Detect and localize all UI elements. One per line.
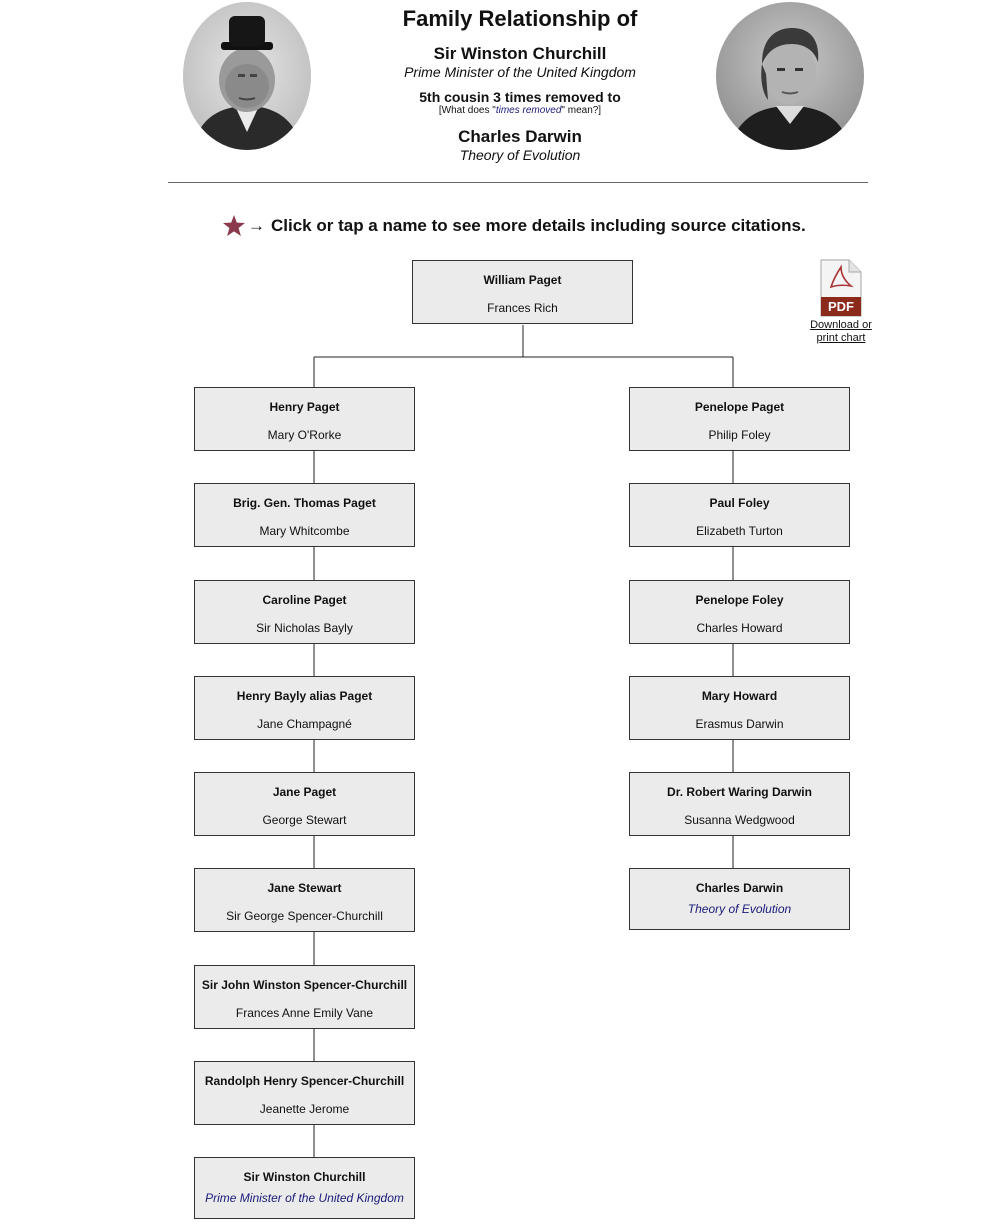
relationship-text: 5th cousin 3 times removed to	[419, 89, 621, 105]
pdf-label-line1: Download or	[810, 319, 872, 331]
left-person-6[interactable]: Sir John Winston Spencer-Churchill	[201, 978, 408, 992]
tree-node-left-6[interactable]: Sir John Winston Spencer-Churchill Franc…	[194, 965, 415, 1029]
right-person-2[interactable]: Penelope Foley	[695, 593, 784, 607]
times-removed-note: [What does "times removed" mean?]	[320, 105, 720, 116]
tree-node-left-2[interactable]: Caroline Paget Sir Nicholas Bayly	[194, 580, 415, 644]
left-person-8[interactable]: Sir Winston Churchill	[243, 1170, 366, 1184]
pdf-label-line2: print chart	[816, 332, 866, 344]
left-person-3[interactable]: Henry Bayly alias Paget	[236, 689, 373, 703]
tree-node-right-4[interactable]: Dr. Robert Waring Darwin Susanna Wedgwoo…	[629, 772, 850, 836]
tree-node-right-2[interactable]: Penelope Foley Charles Howard	[629, 580, 850, 644]
note-prefix: [What does "	[438, 105, 496, 116]
root-person[interactable]: William Paget	[483, 273, 562, 287]
pdf-badge-text: PDF	[828, 299, 854, 314]
tree-node-root[interactable]: William Paget Frances Rich	[412, 260, 633, 324]
right-person-0[interactable]: Penelope Paget	[694, 400, 785, 414]
pdf-icon: PDF	[820, 259, 862, 317]
left-subtitle-8: Prime Minister of the United Kingdom	[205, 1191, 404, 1205]
download-pdf-button[interactable]: PDF Download or print chart	[806, 259, 876, 345]
left-spouse-3[interactable]: Jane Champagné	[257, 717, 352, 731]
left-person-1[interactable]: Brig. Gen. Thomas Paget	[233, 496, 376, 510]
tree-node-left-5[interactable]: Jane Stewart Sir George Spencer-Churchil…	[194, 868, 415, 932]
left-spouse-5[interactable]: Sir George Spencer-Churchill	[226, 909, 383, 923]
right-spouse-0[interactable]: Philip Foley	[708, 428, 771, 442]
tree-node-left-3[interactable]: Henry Bayly alias Paget Jane Champagné	[194, 676, 415, 740]
note-suffix: " mean?]	[561, 105, 602, 116]
star-icon	[223, 215, 245, 236]
tree-node-left-7[interactable]: Randolph Henry Spencer-Churchill Jeanett…	[194, 1061, 415, 1125]
tree-node-right-5[interactable]: Charles Darwin Theory of Evolution	[629, 868, 850, 930]
left-spouse-4[interactable]: George Stewart	[262, 813, 347, 827]
darwin-portrait	[716, 2, 864, 150]
left-person-5[interactable]: Jane Stewart	[267, 881, 342, 895]
tree-node-right-1[interactable]: Paul Foley Elizabeth Turton	[629, 483, 850, 547]
page-title: Family Relationship of	[402, 6, 638, 31]
person1-name[interactable]: Sir Winston Churchill	[433, 44, 607, 63]
right-subtitle-5: Theory of Evolution	[687, 902, 792, 916]
left-spouse-6[interactable]: Frances Anne Emily Vane	[235, 1006, 374, 1020]
left-person-7[interactable]: Randolph Henry Spencer-Churchill	[204, 1074, 405, 1088]
tree-node-left-0[interactable]: Henry Paget Mary O'Rorke	[194, 387, 415, 451]
click-hint: → Click or tap a name to see more detail…	[222, 214, 806, 238]
hint-text: Click or tap a name to see more details …	[271, 216, 806, 235]
churchill-portrait	[183, 2, 311, 150]
tree-node-right-3[interactable]: Mary Howard Erasmus Darwin	[629, 676, 850, 740]
left-person-0[interactable]: Henry Paget	[269, 400, 340, 414]
right-person-3[interactable]: Mary Howard	[701, 689, 778, 703]
tree-node-right-0[interactable]: Penelope Paget Philip Foley	[629, 387, 850, 451]
root-spouse[interactable]: Frances Rich	[487, 301, 558, 315]
pdf-download-label[interactable]: Download or print chart	[806, 319, 876, 345]
header-divider	[168, 182, 868, 183]
left-spouse-1[interactable]: Mary Whitcombe	[259, 524, 350, 538]
tree-node-left-8[interactable]: Sir Winston Churchill Prime Minister of …	[194, 1157, 415, 1219]
person2-title: Theory of Evolution	[459, 147, 581, 163]
left-spouse-2[interactable]: Sir Nicholas Bayly	[256, 621, 353, 635]
right-spouse-2[interactable]: Charles Howard	[696, 621, 783, 635]
tree-node-left-4[interactable]: Jane Paget George Stewart	[194, 772, 415, 836]
right-person-1[interactable]: Paul Foley	[709, 496, 770, 510]
left-spouse-0[interactable]: Mary O'Rorke	[267, 428, 342, 442]
right-spouse-1[interactable]: Elizabeth Turton	[696, 524, 783, 538]
tree-node-left-1[interactable]: Brig. Gen. Thomas Paget Mary Whitcombe	[194, 483, 415, 547]
person1-title: Prime Minister of the United Kingdom	[404, 64, 636, 80]
times-removed-link[interactable]: times removed	[495, 105, 562, 116]
right-person-5[interactable]: Charles Darwin	[695, 881, 784, 895]
right-spouse-3[interactable]: Erasmus Darwin	[695, 717, 784, 731]
left-person-4[interactable]: Jane Paget	[272, 785, 337, 799]
arrow-icon: →	[248, 216, 265, 235]
left-person-2[interactable]: Caroline Paget	[262, 593, 347, 607]
right-person-4[interactable]: Dr. Robert Waring Darwin	[667, 785, 812, 799]
left-spouse-7[interactable]: Jeanette Jerome	[259, 1102, 350, 1116]
person2-name[interactable]: Charles Darwin	[458, 127, 582, 146]
right-spouse-4[interactable]: Susanna Wedgwood	[684, 813, 795, 827]
